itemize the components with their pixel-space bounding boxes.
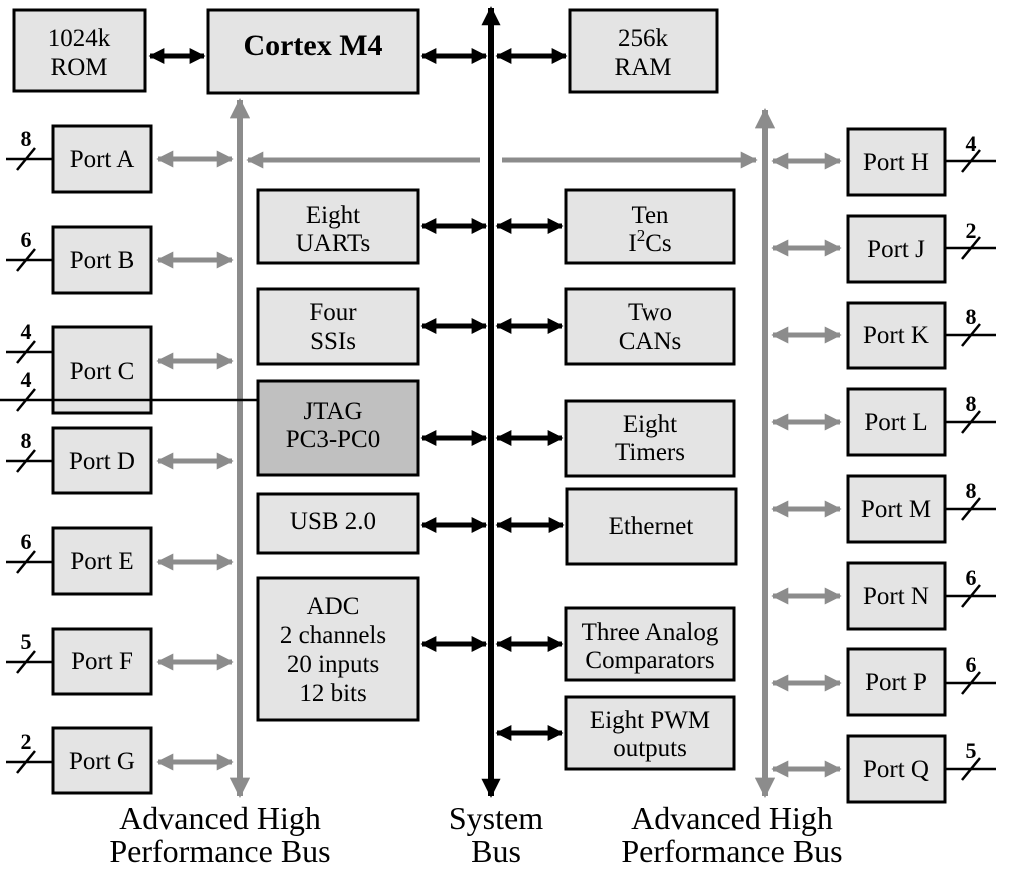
jtag-line1: JTAG — [303, 398, 362, 425]
i2cs-block: Ten I2Cs — [564, 188, 736, 265]
left-port-c: Port C 4 4 — [0, 319, 258, 415]
ethernet-label: Ethernet — [609, 513, 694, 540]
port-label: Port F — [71, 648, 133, 675]
port-label: Port M — [861, 496, 931, 523]
port-label: Port J — [867, 236, 925, 263]
left-port-e: Port E 6 — [6, 526, 234, 596]
left-port-d: Port D 8 — [6, 426, 234, 495]
right-port-k: Port K 8 — [771, 301, 996, 370]
port-width: 5 — [966, 738, 977, 763]
uarts-line1: Eight — [306, 202, 360, 229]
pwm-line2: outputs — [613, 735, 687, 762]
system-bus-line1: System — [449, 800, 543, 836]
system-bus-line2: Bus — [471, 833, 521, 869]
i2cs-line2: I2Cs — [628, 226, 671, 257]
right-port-q: Port Q 5 — [771, 734, 996, 804]
port-label: Port H — [863, 149, 929, 176]
port-width: 6 — [966, 565, 977, 590]
ram-size: 256k — [618, 25, 669, 52]
comparators-block: Three Analog Comparators — [564, 606, 736, 682]
port-width: 8 — [966, 304, 977, 329]
right-port-l: Port L 8 — [771, 387, 996, 457]
adc-line3: 20 inputs — [287, 651, 379, 678]
port-label: Port C — [70, 358, 135, 385]
usb-block: USB 2.0 — [256, 492, 420, 555]
ethernet-block: Ethernet — [565, 487, 738, 566]
port-width: 6 — [21, 227, 32, 252]
uarts-line2: UARTs — [296, 230, 371, 257]
right-port-j: Port J 2 — [771, 214, 996, 284]
ssis-line2: SSIs — [310, 328, 356, 355]
ahb-right-line2: Performance Bus — [621, 833, 842, 869]
right-port-n: Port N 6 — [771, 561, 996, 631]
port-width: 2 — [966, 218, 977, 243]
timers-line1: Eight — [623, 411, 677, 438]
adc-line2: 2 channels — [280, 622, 386, 649]
ahb-left-label: Advanced High Performance Bus — [109, 800, 330, 869]
port-width: 4 — [966, 131, 977, 156]
port-label: Port E — [70, 548, 133, 575]
ssis-block: Four SSIs — [256, 287, 420, 366]
jtag-line2: PC3-PC0 — [286, 426, 380, 453]
comparators-line1: Three Analog — [582, 619, 719, 646]
port-width: 8 — [966, 478, 977, 503]
port-label: Port Q — [863, 756, 929, 783]
rom-block: 1024k ROM — [12, 8, 147, 93]
left-port-f: Port F 5 — [6, 627, 234, 696]
ssis-line1: Four — [309, 299, 357, 326]
cortex-m4-block: Cortex M4 — [206, 8, 420, 95]
left-port-g: Port G 2 — [6, 726, 234, 795]
ram-label: RAM — [615, 54, 672, 81]
ahb-left-line1: Advanced High — [119, 800, 321, 836]
timers-line2: Timers — [615, 439, 685, 466]
system-bus-label: System Bus — [449, 800, 543, 869]
timers-block: Eight Timers — [564, 399, 736, 478]
port-width: 4 — [21, 319, 32, 344]
cans-line1: Two — [628, 299, 672, 326]
left-port-b: Port B 6 — [6, 225, 234, 295]
i2cs-line1: Ten — [631, 202, 669, 229]
ahb-left-line2: Performance Bus — [109, 833, 330, 869]
ram-block: 256k RAM — [568, 8, 719, 94]
port-width: 6 — [21, 529, 32, 554]
port-label: Port L — [864, 409, 927, 436]
cpu-label: Cortex M4 — [243, 29, 382, 62]
pwm-line1: Eight PWM — [590, 707, 710, 734]
ahb-right-line1: Advanced High — [631, 800, 833, 836]
port-label: Port A — [70, 146, 135, 173]
jtag-block: JTAG PC3-PC0 — [256, 379, 420, 477]
comparators-line2: Comparators — [585, 647, 714, 674]
port-width: 2 — [21, 729, 32, 754]
ahb-right-label: Advanced High Performance Bus — [621, 800, 842, 869]
right-port-h: Port H 4 — [771, 127, 996, 197]
port-label: Port N — [863, 583, 929, 610]
rom-size: 1024k — [48, 25, 111, 52]
adc-line1: ADC — [307, 593, 360, 620]
cans-line2: CANs — [619, 328, 682, 355]
cans-block: Two CANs — [564, 287, 736, 366]
port-width: 8 — [966, 391, 977, 416]
pwm-block: Eight PWM outputs — [564, 695, 736, 771]
rom-label: ROM — [51, 54, 108, 81]
port-width: 8 — [21, 428, 32, 453]
port-width: 5 — [21, 629, 32, 654]
port-width: 6 — [966, 652, 977, 677]
usb-label: USB 2.0 — [290, 508, 376, 535]
port-label: Port K — [863, 322, 929, 349]
uarts-block: Eight UARTs — [256, 188, 420, 265]
port-width: 8 — [21, 126, 32, 151]
port-label: Port G — [69, 748, 135, 775]
port-label: Port D — [69, 448, 135, 475]
port-width: 4 — [21, 367, 32, 392]
right-port-p: Port P 6 — [771, 647, 996, 717]
port-label: Port P — [865, 669, 927, 696]
port-label: Port B — [70, 247, 135, 274]
adc-line4: 12 bits — [299, 680, 366, 707]
left-port-a: Port A 8 — [6, 124, 234, 194]
adc-block: ADC 2 channels 20 inputs 12 bits — [256, 576, 420, 722]
right-port-m: Port M 8 — [771, 474, 996, 544]
